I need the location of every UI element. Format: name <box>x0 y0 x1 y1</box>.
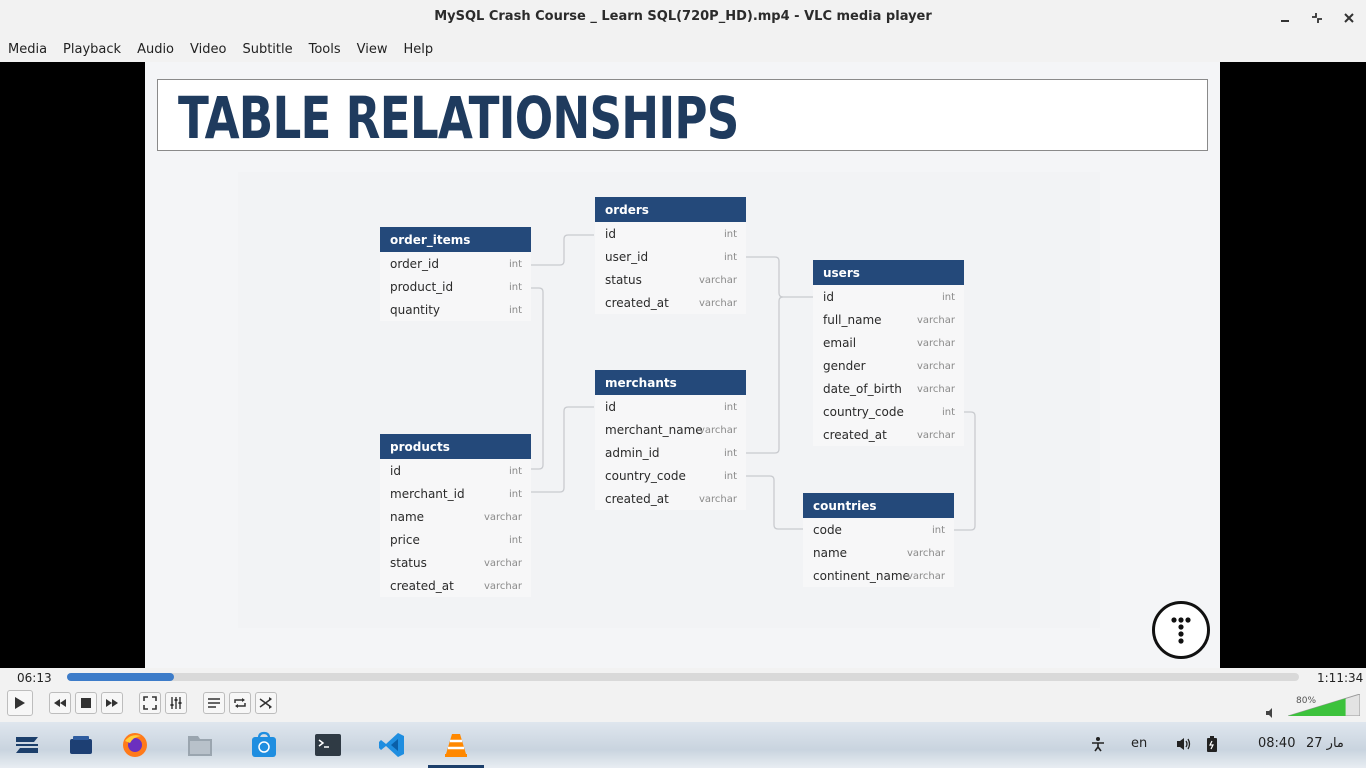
vlc-icon[interactable] <box>441 730 471 760</box>
total-time: 1:11:34 <box>1317 671 1364 685</box>
date[interactable]: مار 27 <box>1306 736 1344 751</box>
menu-bar: Media Playback Audio Video Subtitle Tool… <box>0 36 1366 62</box>
table-header: users <box>813 260 964 285</box>
restore-icon[interactable] <box>1305 6 1329 30</box>
active-app-indicator <box>428 765 484 768</box>
volume-slider[interactable] <box>1288 694 1360 716</box>
keyboard-language[interactable]: en <box>1131 736 1148 751</box>
menu-audio[interactable]: Audio <box>137 41 175 57</box>
previous-button[interactable] <box>49 692 71 714</box>
menu-subtitle[interactable]: Subtitle <box>242 41 293 57</box>
extended-settings-button[interactable] <box>165 692 187 714</box>
menu-view[interactable]: View <box>356 41 388 57</box>
close-icon[interactable] <box>1337 6 1361 30</box>
file-manager-icon[interactable] <box>185 730 215 760</box>
table-header: orders <box>595 197 746 222</box>
video-area[interactable]: TABLE RELATIONSHIPS order_items order_id… <box>0 62 1366 668</box>
taskbar: en 08:40 مار 27 <box>0 722 1366 768</box>
relationship-lines <box>531 234 976 531</box>
menu-tools[interactable]: Tools <box>308 41 341 57</box>
speaker-icon[interactable] <box>1176 736 1192 756</box>
fullscreen-button[interactable] <box>139 692 161 714</box>
accessibility-icon[interactable] <box>1090 736 1106 756</box>
window-title: MySQL Crash Course _ Learn SQL(720P_HD).… <box>434 9 932 24</box>
table-header: order_items <box>380 227 531 252</box>
channel-logo-icon <box>1152 601 1210 659</box>
software-store-icon[interactable] <box>249 730 279 760</box>
terminal-icon[interactable] <box>313 730 343 760</box>
seek-bar[interactable] <box>67 673 1299 681</box>
firefox-icon[interactable] <box>120 730 150 760</box>
minimize-icon[interactable] <box>1273 6 1297 30</box>
play-button[interactable] <box>7 690 33 716</box>
battery-icon[interactable] <box>1206 736 1218 756</box>
seek-progress <box>67 673 175 681</box>
menu-media[interactable]: Media <box>8 41 48 57</box>
player-controls: 06:13 1:11:34 80% <box>0 668 1366 722</box>
table-header: merchants <box>595 370 746 395</box>
loop-button[interactable] <box>229 692 251 714</box>
elapsed-time: 06:13 <box>17 671 52 685</box>
shuffle-button[interactable] <box>255 692 277 714</box>
clock[interactable]: 08:40 <box>1258 736 1296 751</box>
slide-banner: TABLE RELATIONSHIPS <box>157 79 1208 152</box>
vscode-icon[interactable] <box>377 730 407 760</box>
video-frame: TABLE RELATIONSHIPS order_items order_id… <box>145 62 1220 668</box>
stop-button[interactable] <box>75 692 97 714</box>
files-icon[interactable] <box>66 730 96 760</box>
slide-heading: TABLE RELATIONSHIPS <box>178 84 739 152</box>
menu-video[interactable]: Video <box>190 41 227 57</box>
menu-playback[interactable]: Playback <box>63 41 122 57</box>
volume-icon[interactable] <box>1265 704 1277 723</box>
table-header: countries <box>803 493 954 518</box>
table-header: products <box>380 434 531 459</box>
next-button[interactable] <box>101 692 123 714</box>
volume-level-label: 80% <box>1296 696 1317 706</box>
zorin-menu-icon[interactable] <box>12 730 42 760</box>
title-bar: MySQL Crash Course _ Learn SQL(720P_HD).… <box>0 0 1366 36</box>
playlist-button[interactable] <box>203 692 225 714</box>
menu-help[interactable]: Help <box>403 41 434 57</box>
